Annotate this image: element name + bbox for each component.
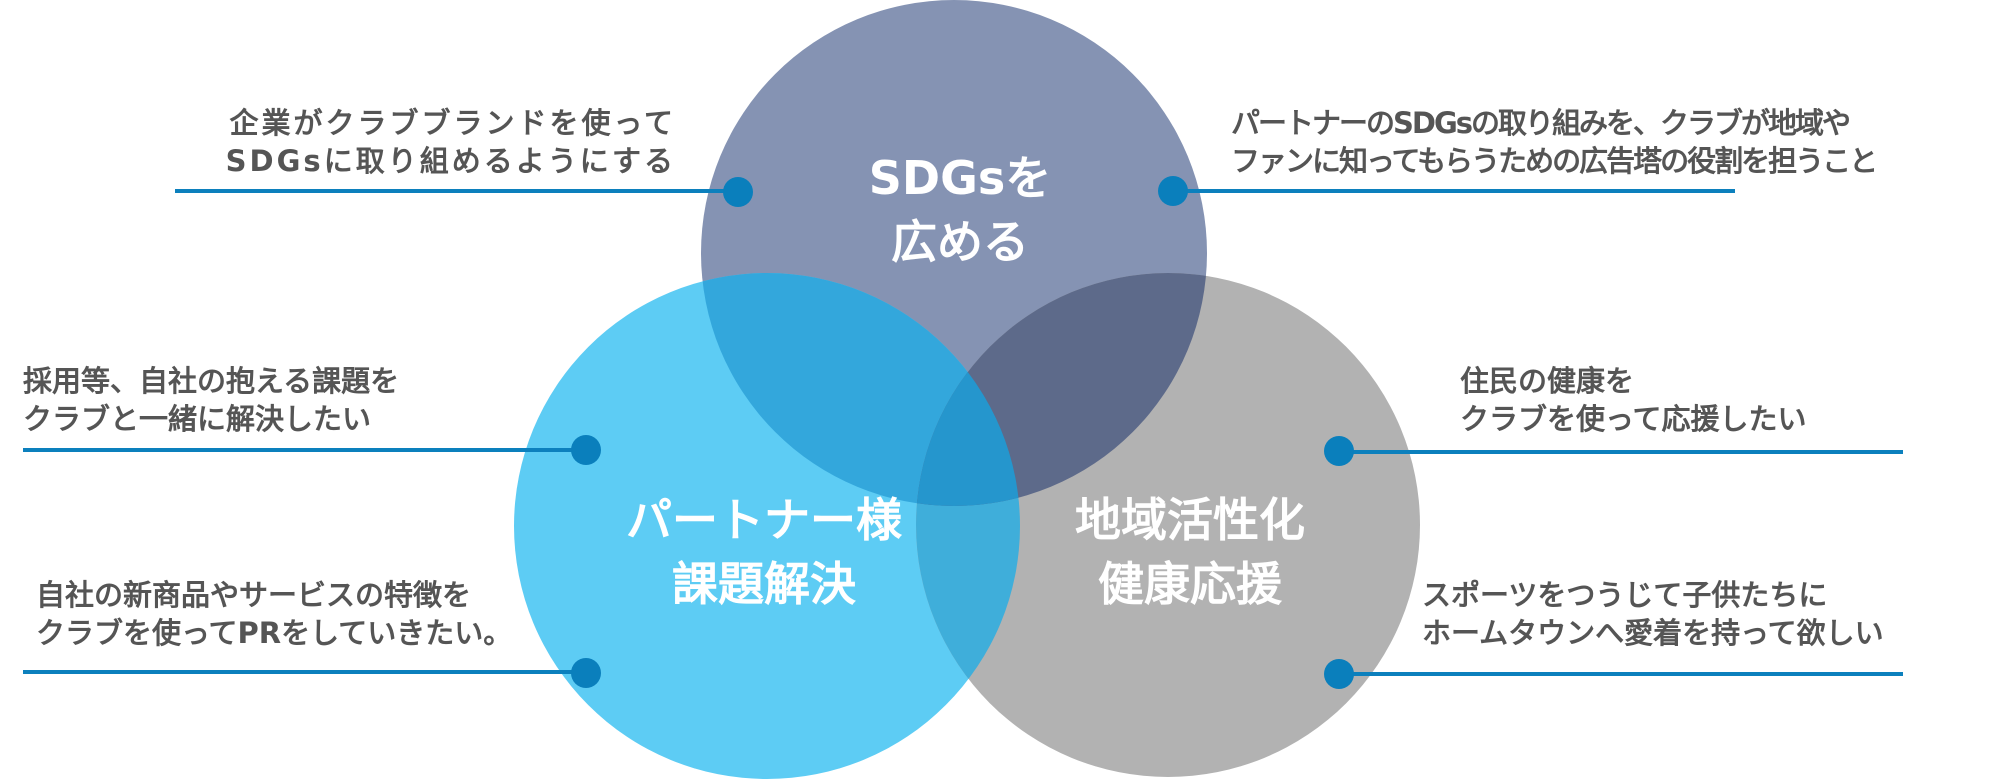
connector-dot-icon [571,435,601,465]
circle-label-region: 地域活性化 健康応援 [1075,488,1305,616]
note-line: 自社の新商品やサービスの特徴を [36,578,472,612]
note-line: SDGsに取り組めるようにする [225,144,676,178]
overlap-sdgs-region [916,273,1207,506]
connector-line-bottom-right [1339,672,1903,676]
circle-label-sdgs: SDGsを 広める [869,146,1051,274]
note-bottom-left: 自社の新商品やサービスの特徴を クラブを使ってPRをしていきたい。 [36,576,512,652]
connector-line-middle-left [23,448,586,452]
note-line: 企業がクラブブランドを使って [229,106,676,140]
circle-label-partner: パートナー様 課題解決 [626,488,902,616]
note-line: クラブを使って応援したい [1460,402,1807,436]
connector-dot-icon [1324,659,1354,689]
circle-label-line: 広める [890,215,1029,269]
overlap-sdgs-partner [701,273,1020,506]
note-line: クラブを使ってPRをしていきたい。 [36,616,513,650]
connector-line-middle-right [1339,450,1903,454]
note-line: 採用等、自社の抱える課題を [23,364,400,398]
connector-line-top-right [1173,189,1735,193]
circle-label-line: 地域活性化 [1075,493,1305,547]
circle-label-line: SDGsを [868,151,1052,205]
note-line: パートナーのSDGsの取り組みを、クラブが地域や [1231,106,1851,140]
note-top-right: パートナーのSDGsの取り組みを、クラブが地域や ファンに知ってもらうための広告… [1231,104,1878,180]
connector-dot-icon [1158,176,1188,206]
circle-label-line: 課題解決 [672,557,856,611]
note-top-left: 企業がクラブブランドを使って SDGsに取り組めるようにする [226,104,676,180]
note-middle-right: 住民の健康を クラブを使って応援したい [1460,362,1807,438]
note-line: クラブと一緒に解決したい [23,402,372,436]
note-line: ファンに知ってもらうための広告塔の役割を担うこと [1231,144,1878,178]
circle-label-line: パートナー様 [626,493,902,547]
note-line: 住民の健康を [1460,364,1635,398]
note-bottom-right: スポーツをつうじて子供たちに ホームタウンへ愛着を持って欲しい [1422,576,1884,652]
connector-line-bottom-left [23,670,586,674]
circle-label-line: 健康応援 [1098,557,1282,611]
connector-line-top-left [175,189,738,193]
connector-dot-icon [723,177,753,207]
note-line: スポーツをつうじて子供たちに [1422,578,1828,612]
note-line: ホームタウンへ愛着を持って欲しい [1422,616,1884,650]
connector-dot-icon [1324,436,1354,466]
note-middle-left: 採用等、自社の抱える課題を クラブと一緒に解決したい [23,362,399,438]
connector-dot-icon [571,658,601,688]
